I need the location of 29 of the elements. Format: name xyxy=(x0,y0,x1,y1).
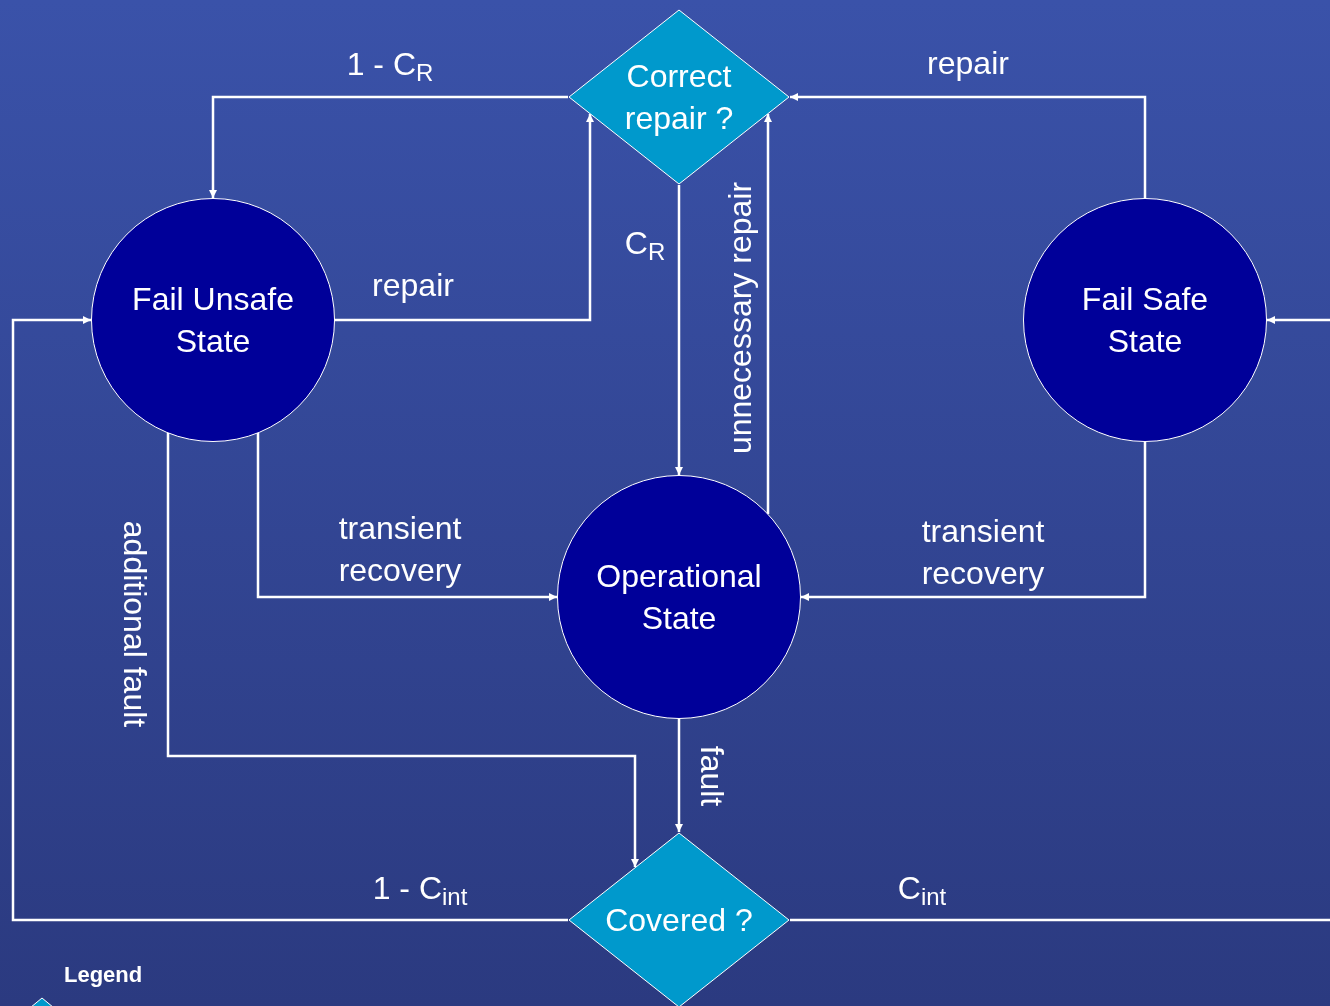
arrow xyxy=(209,95,568,198)
node-label: Correct repair ? xyxy=(623,57,735,138)
edge-label: additional fault xyxy=(116,520,154,728)
arrow xyxy=(1267,316,1330,324)
edge-label: repair xyxy=(371,266,455,305)
edge-label: C$_{int}$ xyxy=(896,869,948,909)
arrow xyxy=(256,433,557,601)
edge-label: unnecessary repair xyxy=(721,181,759,455)
edge-label: C$_{R}$ xyxy=(623,224,667,264)
arrow xyxy=(764,114,772,514)
edge-label: fault xyxy=(693,745,731,807)
edge-label: 1 - C$_{R}$ xyxy=(345,45,435,85)
edge-label: transient recovery xyxy=(920,512,1046,593)
legend-heading: Legend xyxy=(64,961,143,989)
arrow xyxy=(675,185,683,475)
arrow xyxy=(790,93,1147,198)
node-label: Fail Safe State xyxy=(1080,280,1210,361)
arrow xyxy=(166,432,639,867)
arrow xyxy=(675,719,683,832)
edge-label: transient recovery xyxy=(337,509,463,590)
arrow xyxy=(801,442,1147,601)
edge-label: repair xyxy=(926,44,1010,83)
arrow xyxy=(11,316,568,922)
arrow xyxy=(335,114,594,322)
node-label: Fail Unsafe State xyxy=(131,280,295,361)
node-label: Covered ? xyxy=(604,901,754,940)
decision-diamond xyxy=(568,832,790,1006)
edge-label: 1 - C$_{int}$ xyxy=(371,869,469,909)
node-label: Operational State xyxy=(595,557,763,638)
